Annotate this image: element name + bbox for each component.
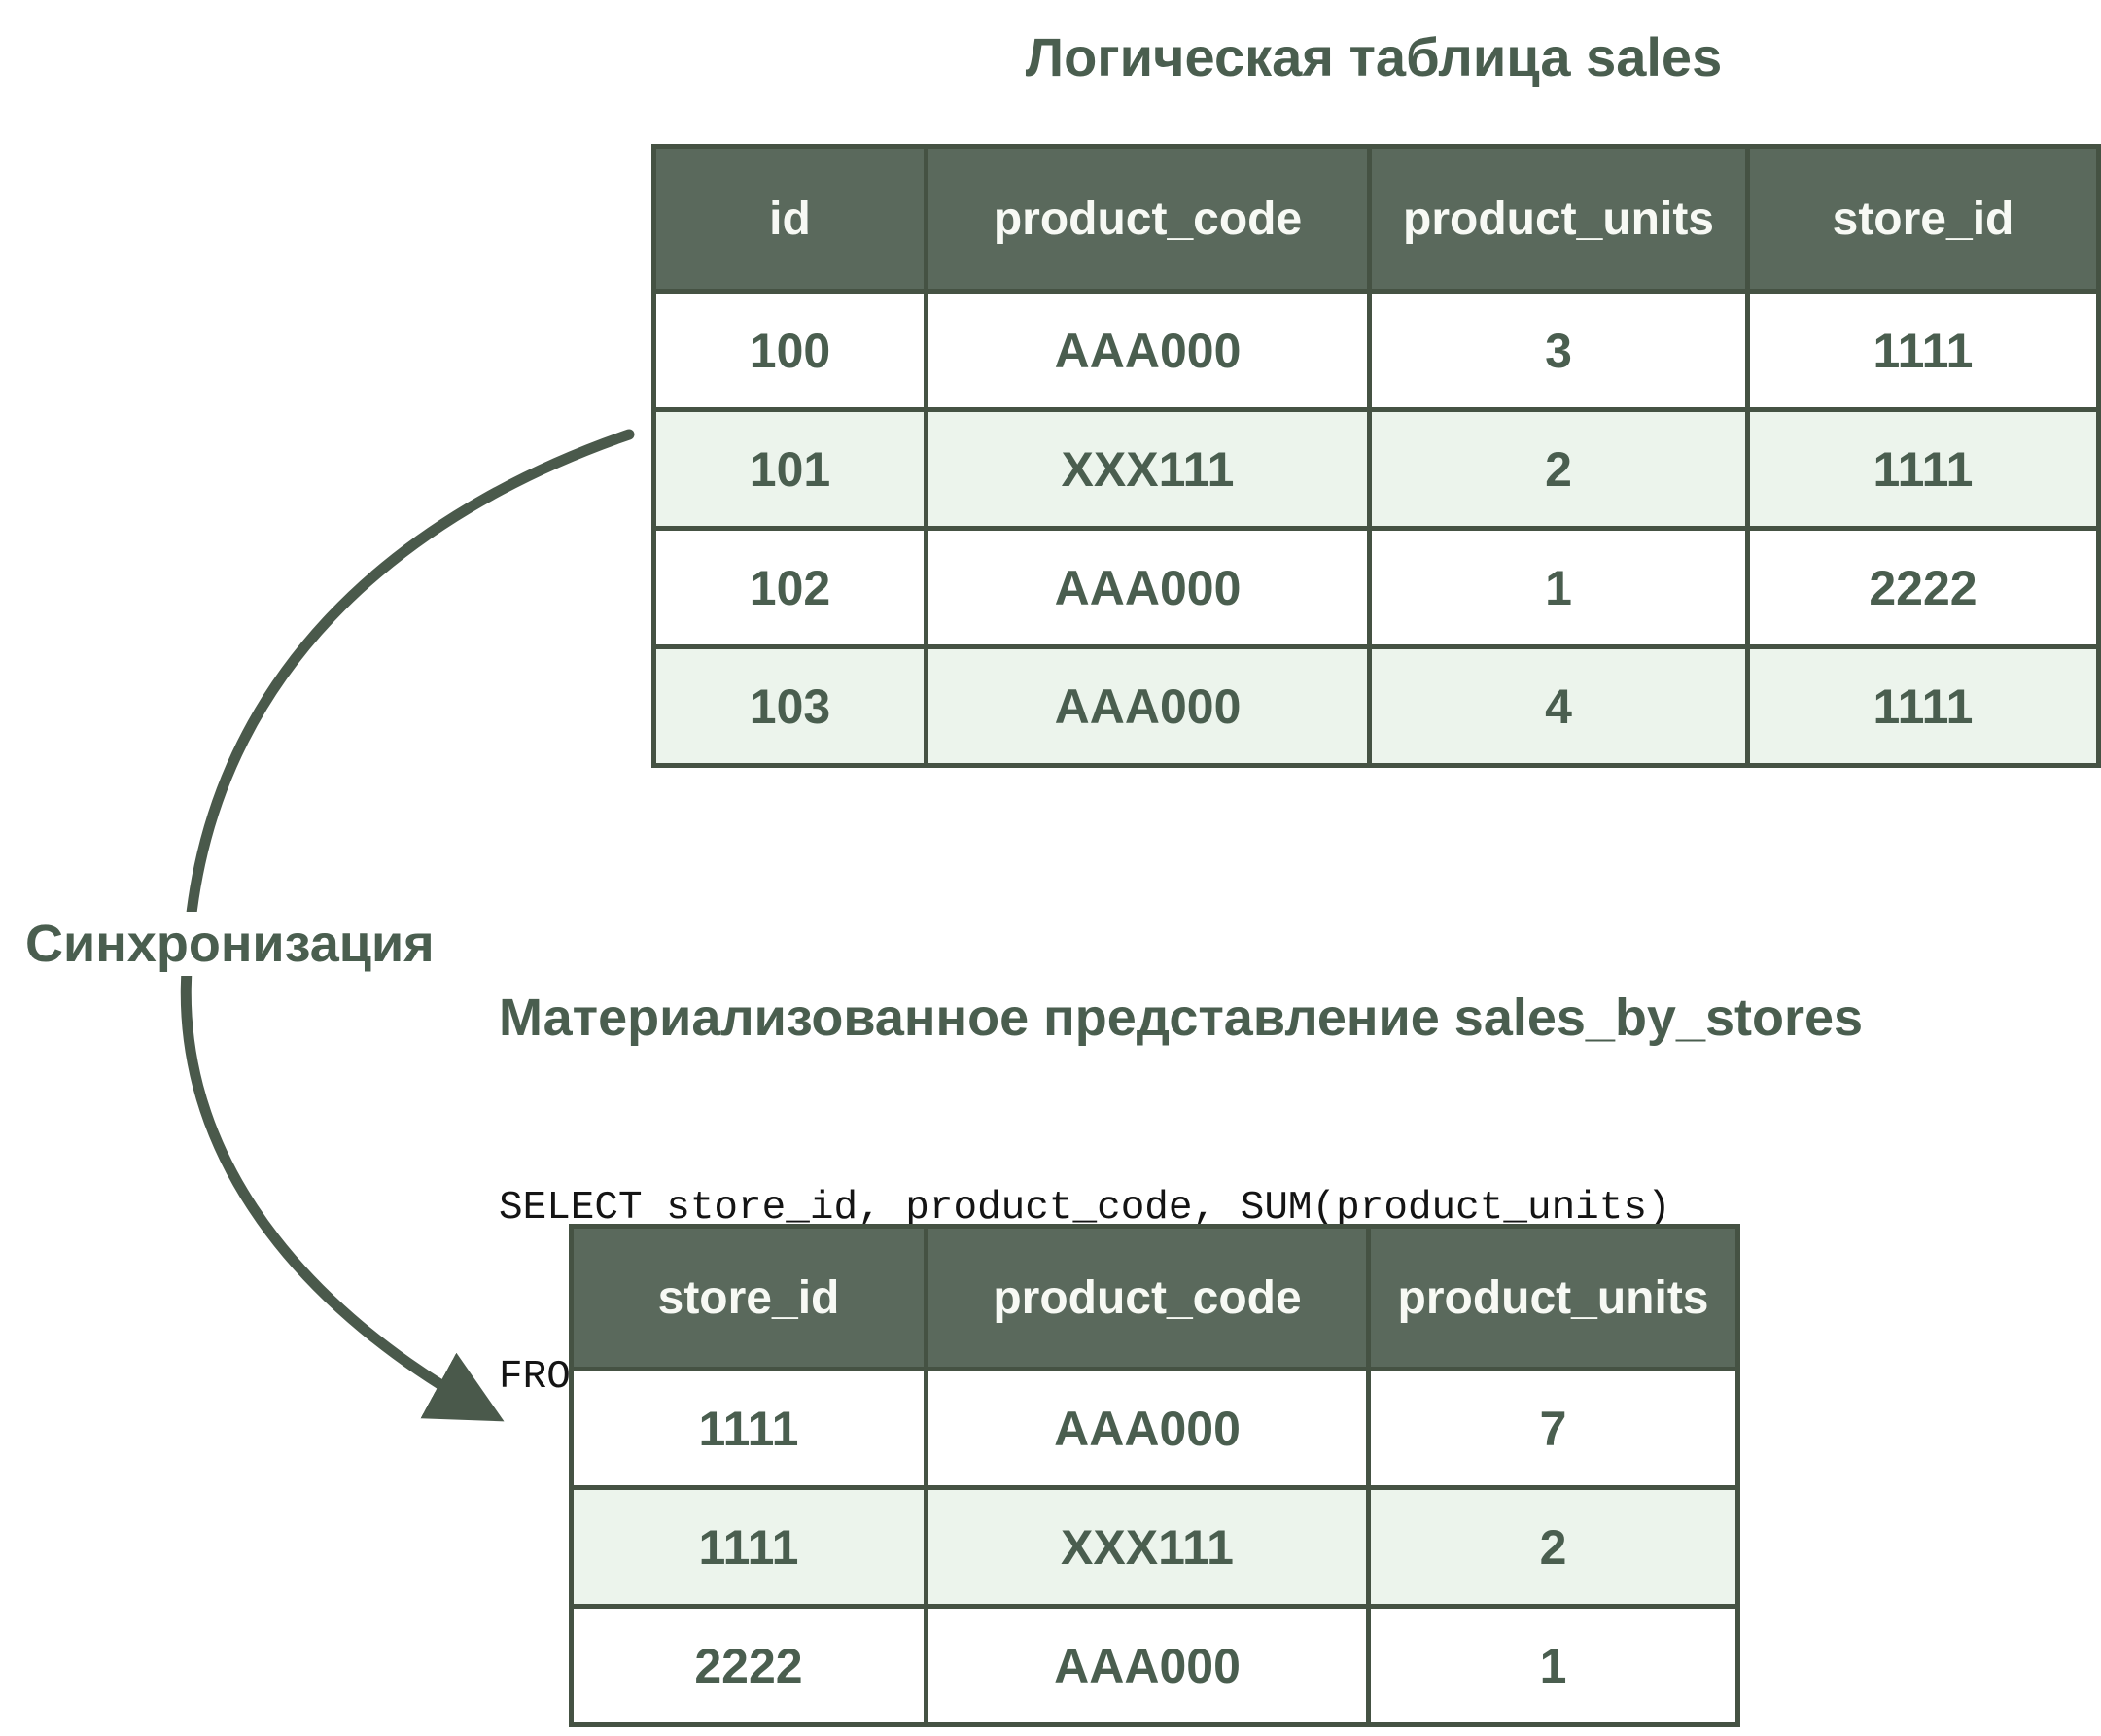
table-cell: 3 — [1367, 289, 1750, 412]
table-cell: 101 — [651, 407, 928, 531]
logical-sales-table: id product_code product_units store_id 1… — [651, 144, 2101, 768]
table-cell: 2222 — [569, 1604, 928, 1727]
table-cell: AAA000 — [924, 1604, 1371, 1727]
table-cell: AAA000 — [924, 644, 1372, 768]
table-row: 1111 XXX111 2 — [569, 1485, 1740, 1609]
column-header-id: id — [651, 144, 928, 294]
table-cell: XXX111 — [924, 1485, 1371, 1609]
logical-table-title: Логическая таблица sales — [1025, 26, 1723, 87]
column-header-product-code: product_code — [924, 1224, 1371, 1371]
materialized-view-title: Материализованное представление sales_by… — [499, 989, 1864, 1047]
table-row: 101 XXX111 2 1111 — [651, 407, 2101, 531]
column-header-store-id: store_id — [569, 1224, 928, 1371]
table-cell: 1111 — [569, 1485, 928, 1609]
table-cell: AAA000 — [924, 1367, 1371, 1490]
table-cell: 2222 — [1745, 526, 2101, 649]
table-cell: 1111 — [1745, 407, 2101, 531]
table-cell: 100 — [651, 289, 928, 412]
table-cell: 1 — [1367, 526, 1750, 649]
column-header-store-id: store_id — [1745, 144, 2101, 294]
table-row: 102 AAA000 1 2222 — [651, 526, 2101, 649]
materialized-view-table: store_id product_code product_units 1111… — [569, 1224, 1740, 1727]
table-cell: AAA000 — [924, 289, 1372, 412]
table-cell: 2 — [1367, 407, 1750, 531]
table-cell: 2 — [1366, 1485, 1740, 1609]
column-header-product-code: product_code — [924, 144, 1372, 294]
table-cell: 1111 — [569, 1367, 928, 1490]
table-cell: 102 — [651, 526, 928, 649]
table-cell: 4 — [1367, 644, 1750, 768]
table-row: 103 AAA000 4 1111 — [651, 644, 2101, 768]
table-row: 2222 AAA000 1 — [569, 1604, 1740, 1727]
header-row: store_id product_code product_units — [569, 1224, 1740, 1371]
table-row: 1111 AAA000 7 — [569, 1367, 1740, 1490]
table-cell: XXX111 — [924, 407, 1372, 531]
table-cell: AAA000 — [924, 526, 1372, 649]
table-cell: 1111 — [1745, 289, 2101, 412]
table-row: 100 AAA000 3 1111 — [651, 289, 2101, 412]
table-cell: 1111 — [1745, 644, 2101, 768]
column-header-product-units: product_units — [1366, 1224, 1740, 1371]
sync-label: Синхронизация — [18, 912, 442, 976]
table-cell: 7 — [1366, 1367, 1740, 1490]
sql-line-1: SELECT store_id, product_code, SUM(produ… — [499, 1186, 1671, 1231]
table-cell: 1 — [1366, 1604, 1740, 1727]
table-cell: 103 — [651, 644, 928, 768]
header-row: id product_code product_units store_id — [651, 144, 2101, 294]
column-header-product-units: product_units — [1367, 144, 1750, 294]
